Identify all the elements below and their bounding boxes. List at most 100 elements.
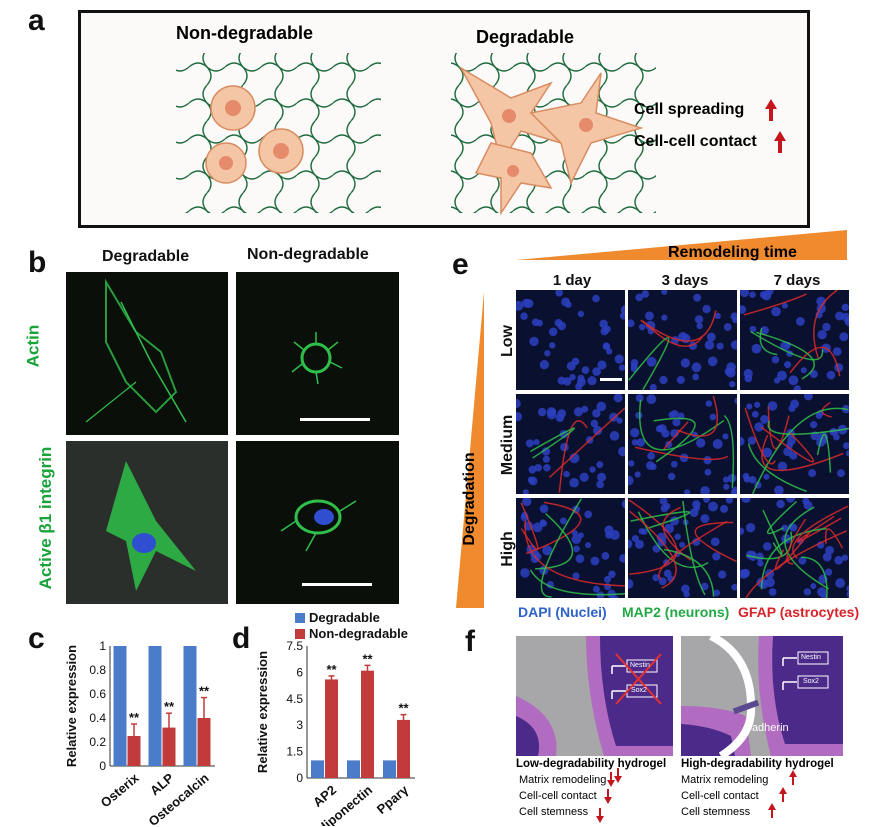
bar-degradable [148, 646, 162, 766]
degradable-title: Degradable [476, 27, 575, 47]
degradation-wedge [456, 292, 484, 608]
micrograph-integrin-degradable [66, 441, 228, 604]
b-col-degradable: Degradable [102, 248, 190, 265]
down-arrow-icon [596, 808, 604, 823]
bar-nondegradable [361, 670, 374, 778]
note-cell-contact: Cell-cell contact [634, 133, 757, 150]
down-arrow-icon [604, 789, 612, 804]
up-arrow-icon [765, 99, 777, 121]
high-line-matrix: Matrix remodeling [681, 774, 769, 786]
legend-label: Non-degradable [309, 626, 408, 641]
fluorescence-image [628, 394, 737, 494]
e-col-1day: 1 day [552, 272, 592, 289]
up-arrow-icon [768, 803, 776, 818]
e-row-medium: Medium [499, 414, 516, 476]
round-cells [205, 85, 304, 184]
e-image-grid [516, 290, 850, 600]
x-tick-label: Osterix [98, 770, 143, 811]
up-arrow-icon [789, 770, 797, 785]
fluorescence-image [628, 290, 737, 390]
fluorescence-image [516, 290, 625, 390]
low-degradability-schematic [516, 636, 673, 756]
bar-nondegradable [162, 727, 176, 766]
b-col-nondegradable: Non-degradable [247, 246, 369, 263]
low-degradability-title: Low-degradability hydrogel [516, 758, 667, 770]
bar-degradable [311, 760, 324, 778]
down-arrow-icon [614, 768, 622, 783]
significance-label: ** [398, 701, 409, 716]
legend-dapi: DAPI (Nuclei) [518, 604, 607, 620]
y-tick-label: 0.8 [89, 663, 106, 677]
e-row-high: High [499, 531, 516, 567]
panel-f-letter: f [465, 625, 475, 658]
panel-e-letter: e [452, 248, 469, 281]
remodeling-time-wedge [516, 230, 847, 260]
up-arrow-icon [779, 787, 787, 802]
high-line-stemness: Cell stemness [681, 806, 751, 818]
significance-label: ** [164, 699, 175, 714]
bar-nondegradable [325, 679, 338, 778]
y-axis-label: Relative expression [255, 651, 270, 773]
high-sox2-label: Sox2 [803, 678, 819, 685]
legend-swatch [295, 629, 305, 639]
low-line-stemness: Cell stemness [519, 806, 589, 818]
e-col-7days: 7 days [773, 272, 821, 289]
degradation-label: Degradation [461, 452, 478, 546]
bar-nondegradable [127, 736, 141, 766]
fluorescence-image [740, 290, 849, 390]
significance-label: ** [199, 684, 210, 699]
down-arrow-icon [607, 772, 615, 787]
fluorescence-image [740, 394, 849, 494]
bar-nondegradable [197, 718, 211, 766]
nondegradable-title: Non-degradable [176, 23, 314, 43]
y-tick-label: 4.5 [286, 692, 303, 706]
up-arrow-icon [774, 131, 786, 153]
micrograph-actin-degradable [66, 272, 228, 435]
high-nestin-label: Nestin [801, 654, 821, 661]
scale-bar [302, 583, 372, 586]
significance-label: ** [129, 710, 140, 725]
e-col-3days: 3 days [661, 272, 709, 289]
x-tick-label: Pparγ [374, 782, 412, 817]
legend-gfap: GFAP (astrocytes) [738, 604, 860, 620]
fluorescence-image [516, 394, 625, 494]
y-tick-label: 0.4 [89, 711, 106, 725]
low-nestin-label: Nestin [630, 662, 650, 669]
micrograph-integrin-nondegradable [236, 441, 399, 604]
bar-degradable [347, 760, 360, 778]
panel-b-letter: b [28, 246, 47, 279]
remodeling-time-label: Remodeling time [668, 244, 797, 261]
y-tick-label: 0 [99, 759, 106, 773]
legend-map2: MAP2 (neurons) [622, 604, 730, 620]
b-row-integrin: Active β1 integrin [36, 446, 55, 590]
legend-label: Degradable [309, 610, 380, 625]
panel-a-box: Non-degradable Degradable Cell spreading… [78, 10, 810, 228]
x-tick-label: AP2 [310, 782, 339, 810]
fluorescence-image [740, 498, 849, 598]
legend-swatch [295, 613, 305, 623]
b-row-actin: Actin [23, 324, 43, 368]
high-line-contact: Cell-cell contact [681, 790, 759, 802]
fluorescence-image [516, 498, 625, 598]
micrograph-actin-nondegradable [236, 272, 399, 435]
low-sox2-label: Sox2 [631, 687, 647, 694]
panel-c-letter: c [28, 622, 45, 655]
y-tick-label: 7.5 [286, 639, 303, 653]
e-row-low: Low [499, 325, 516, 357]
bar-degradable [113, 646, 127, 766]
significance-label: ** [362, 651, 373, 666]
hydrogel-schematic [176, 53, 656, 216]
panel-d-letter: d [232, 622, 251, 655]
scale-bar [600, 378, 622, 381]
high-degradability-schematic [681, 636, 843, 756]
y-tick-label: 1 [99, 639, 106, 653]
fluorescence-image [628, 498, 737, 598]
y-tick-label: 1.5 [286, 745, 303, 759]
y-tick-label: 0.2 [89, 735, 106, 749]
low-line-contact: Cell-cell contact [519, 790, 597, 802]
bar-degradable [183, 646, 197, 766]
significance-label: ** [326, 662, 337, 677]
high-degradability-title: High-degradability hydrogel [681, 758, 834, 770]
